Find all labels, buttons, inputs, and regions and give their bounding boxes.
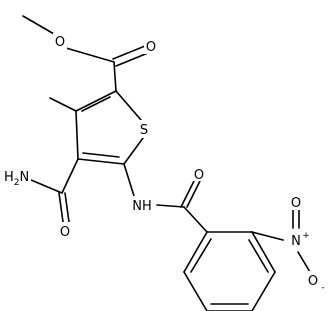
bond-c4-c5-inner	[82, 152, 120, 158]
svg-text:O: O	[146, 40, 156, 55]
atom-amide-carbonyl-oxygen: O	[58, 222, 72, 240]
svg-text:H2N: H2N	[4, 170, 29, 188]
svg-text:O: O	[194, 168, 204, 183]
svg-text:-: -	[321, 283, 324, 293]
bond-bz-c6-c1	[183, 231, 208, 273]
bond-methyl-o	[22, 15, 55, 35]
bond-benzamide-carbonyl-b	[186, 180, 201, 208]
atom-amide-nh: NH	[129, 196, 155, 214]
atom-amide-nh2: H2N	[4, 168, 31, 188]
atom-ester-carbonyl-oxygen: O	[144, 38, 158, 55]
bond-layer	[22, 15, 311, 311]
bond-bz-nitro	[251, 231, 284, 241]
bond-bz-c5-c6	[183, 271, 208, 311]
svg-text:O: O	[308, 274, 318, 289]
bond-nh-carbonyl	[156, 204, 185, 208]
bond-amide-carbonyl-a	[58, 192, 64, 223]
bond-c2-c3	[75, 90, 117, 112]
svg-text:+: +	[302, 231, 310, 241]
atom-ester-single-oxygen: O	[53, 33, 67, 50]
bond-ester-carbonyl-b	[115, 52, 149, 67]
atom-benzamide-carbonyl-oxygen: O	[192, 165, 206, 183]
bond-ring-amide-carbon	[61, 158, 79, 194]
bond-benzamide-carbonyl-a	[180, 180, 195, 208]
svg-text:O: O	[291, 196, 301, 211]
svg-text:O: O	[60, 225, 70, 240]
atom-nitro-minus-oxygen: O -	[306, 271, 328, 293]
svg-text:O: O	[55, 35, 65, 50]
bond-ester-to-ring	[113, 61, 117, 92]
bond-bz-c3-c4	[251, 271, 276, 311]
bond-s-c2	[115, 90, 142, 121]
bond-o-ester-carbon	[65, 47, 115, 63]
svg-text:NH: NH	[132, 199, 152, 214]
bond-carbonyl-benzene	[183, 206, 208, 233]
bond-bz-c6-c1-inner	[190, 238, 212, 273]
atom-nitro-double-oxygen: O	[289, 194, 303, 211]
bond-nitro-o-minus	[297, 251, 311, 273]
bond-c3-c4	[75, 110, 79, 160]
svg-text:N: N	[291, 234, 301, 249]
bond-c4-c5	[77, 158, 125, 165]
atom-nitro-nitrogen: N +	[284, 229, 310, 249]
bond-ring-methyl	[49, 97, 77, 112]
svg-text:S: S	[140, 123, 148, 138]
bond-ester-carbonyl-a	[112, 45, 146, 60]
bond-bz-c2-c3-inner	[248, 239, 269, 273]
bond-amide-carbonyl-b	[64, 192, 70, 223]
bond-c5-s	[123, 137, 144, 165]
bond-bz-c2-c3	[251, 231, 276, 273]
atom-label-layer: O O S H2N O NH O	[4, 33, 328, 293]
atom-sulfur: S	[137, 120, 151, 138]
bond-c5-nh	[123, 163, 135, 197]
bond-amide-nh2	[30, 179, 63, 194]
bond-c2-c3-inner	[81, 96, 111, 112]
